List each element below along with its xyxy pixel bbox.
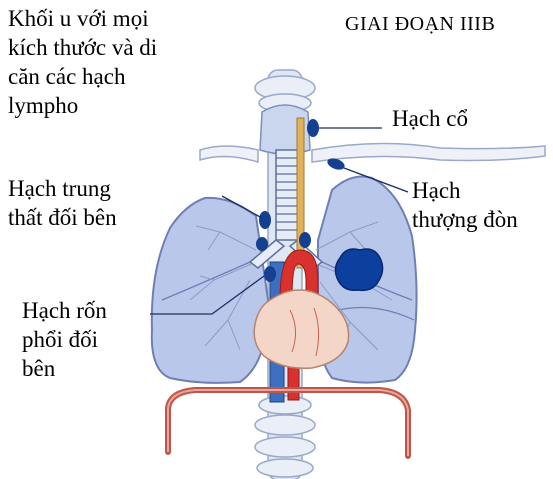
label-mediastinal-line-1: Hạch trung: [8, 174, 117, 203]
label-cervical-line-1: Hạch cổ: [392, 104, 468, 133]
label-supraclavicular-line-2: thượng đòn: [412, 205, 518, 234]
label-supraclavicular-line-1: Hạch: [412, 176, 518, 205]
label-cervical-node: Hạch cổ: [392, 104, 468, 133]
label-hilar-node: Hạch rốn phổi đối bên: [22, 296, 107, 383]
tumor: [335, 249, 382, 290]
hilar-node-2: [299, 232, 311, 248]
left-lung-image: [152, 198, 268, 383]
right-clavicle: [312, 143, 545, 162]
label-hilar-line-1: Hạch rốn: [22, 296, 107, 325]
mediastinal-node-1: [259, 211, 271, 229]
label-hilar-line-3: bên: [22, 354, 107, 383]
cervical-node: [307, 119, 319, 137]
label-hilar-line-2: phổi đối: [22, 325, 107, 354]
label-tumor: Khối u với mọi kích thước và di căn các …: [8, 4, 157, 120]
left-clavicle: [200, 146, 258, 162]
stage-title-text: GIAI ĐOẠN IIIB: [345, 12, 495, 36]
label-supraclavicular-node: Hạch thượng đòn: [412, 176, 518, 234]
label-mediastinal-line-2: thất đối bên: [8, 203, 117, 232]
label-tumor-line-2: kích thước và di: [8, 33, 157, 62]
label-tumor-line-4: lympho: [8, 91, 157, 120]
label-tumor-line-3: căn các hạch: [8, 62, 157, 91]
hilar-node-1: [264, 266, 276, 282]
mediastinal-node-2: [256, 237, 268, 251]
label-tumor-line-1: Khối u với mọi: [8, 4, 157, 33]
label-mediastinal-node: Hạch trung thất đối bên: [8, 174, 117, 232]
stage-title: GIAI ĐOẠN IIIB: [345, 12, 495, 36]
